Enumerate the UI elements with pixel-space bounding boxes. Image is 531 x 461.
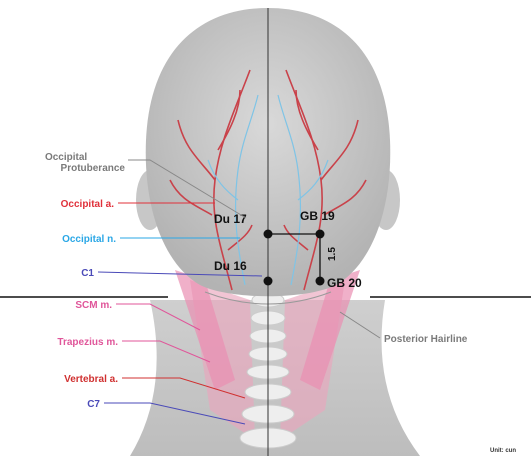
scm-label: SCM m. bbox=[75, 300, 112, 311]
occipital-protuberance-line1: Occipital bbox=[45, 152, 87, 163]
occipital-artery-label: Occipital a. bbox=[61, 199, 115, 210]
gb19-label: GB 19 bbox=[300, 209, 335, 223]
occipital-nerve-label: Occipital n. bbox=[62, 234, 116, 245]
trapezius-label: Trapezius m. bbox=[57, 337, 118, 348]
occipital-protuberance-label: Occipital Protuberance bbox=[45, 152, 125, 174]
du17-label: Du 17 bbox=[214, 212, 247, 226]
c1-label: C1 bbox=[81, 268, 94, 279]
posterior-hairline-label: Posterior Hairline bbox=[384, 334, 468, 345]
vertebral-artery-label: Vertebral a. bbox=[64, 374, 118, 385]
occipital-protuberance-line2: Protuberance bbox=[61, 163, 126, 174]
measurement-label: 1.5 bbox=[327, 247, 338, 261]
du16-point bbox=[264, 277, 273, 286]
du17-point bbox=[264, 230, 273, 239]
c7-label: C7 bbox=[87, 399, 100, 410]
du16-label: Du 16 bbox=[214, 259, 247, 273]
unit-label: Unit: cun bbox=[490, 448, 516, 454]
gb20-point bbox=[316, 277, 325, 286]
gb19-point bbox=[316, 230, 325, 239]
gb20-label: GB 20 bbox=[327, 276, 362, 290]
